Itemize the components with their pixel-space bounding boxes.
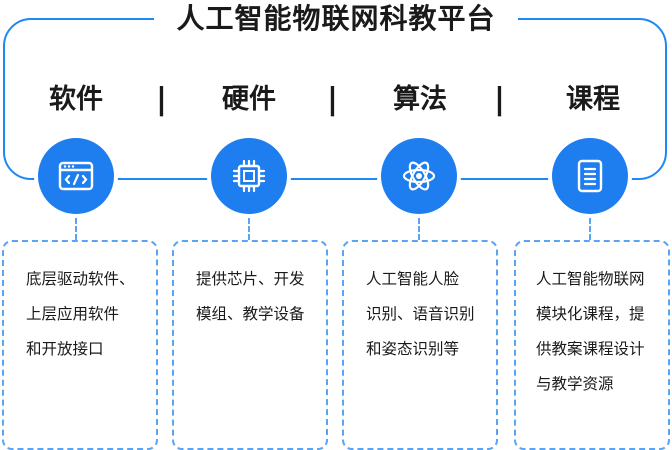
algorithm-icon-circle [381,138,457,214]
description-line: 提供芯片、开发 [196,270,305,288]
description-line: 和开放接口 [26,340,104,358]
code-window-icon [58,161,94,191]
connector-line [589,218,591,240]
course-description-box: 人工智能物联网 模块化课程，提 供教案课程设计 与教学资源 [514,240,670,450]
description-line: 和姿态识别等 [366,340,460,358]
category-label-course: 课程 [566,84,620,115]
document-list-icon [577,159,603,193]
description-line: 模块化课程，提 [536,305,645,323]
description-line: 与教学资源 [536,375,614,393]
description-line: 上层应用软件 [26,305,120,323]
separator: | [156,82,167,117]
title-bar: 人工智能物联网科教平台 [0,0,672,38]
connector-line [418,218,420,240]
hardware-icon-circle [211,138,287,214]
description-line: 识别、语音识别 [366,305,475,323]
connector-line [248,218,250,240]
category-label-hardware: 硬件 [222,84,276,115]
course-icon-circle [552,138,628,214]
connector-line [75,218,77,240]
software-icon-circle [38,138,114,214]
description-line: 供教案课程设计 [536,340,645,358]
atom-brain-icon [402,161,436,191]
separator: | [494,82,505,117]
separator: | [327,82,338,117]
page-title: 人工智能物联网科教平台 [154,0,518,38]
chip-icon [232,159,266,193]
category-label-algorithm: 算法 [393,84,447,115]
description-line: 人工智能物联网 [536,270,645,288]
description-line: 底层驱动软件、 [26,270,135,288]
hardware-description-box: 提供芯片、开发 模组、教学设备 [172,240,328,450]
category-label-software: 软件 [49,84,103,115]
description-line: 模组、教学设备 [196,305,305,323]
description-line: 人工智能人脸 [366,270,460,288]
software-description-box: 底层驱动软件、 上层应用软件 和开放接口 [2,240,158,450]
algorithm-description-box: 人工智能人脸 识别、语音识别 和姿态识别等 [342,240,498,450]
